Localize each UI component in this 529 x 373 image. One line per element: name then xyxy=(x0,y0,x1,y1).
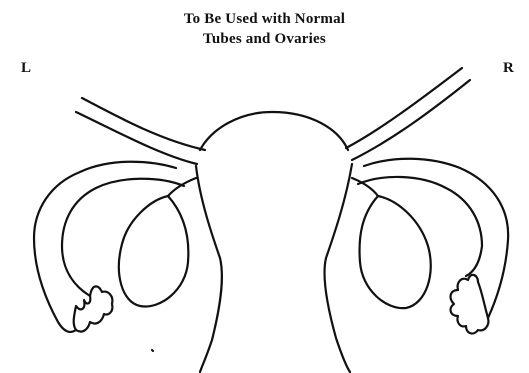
right-ovary xyxy=(352,178,431,308)
uterus-outline-top xyxy=(200,112,348,150)
right-fimbriae xyxy=(451,275,489,334)
right-ovary-outline xyxy=(360,196,431,308)
right-tube-distal-loop xyxy=(358,159,508,334)
right-fallopian-tube xyxy=(346,68,470,160)
right-tube-lower-line xyxy=(352,80,470,160)
left-ovary-ligament xyxy=(168,178,196,196)
uterus-left-side xyxy=(196,166,222,372)
right-tube-upper-line xyxy=(346,68,462,148)
left-fimbriae xyxy=(74,286,113,331)
uterus-right-side xyxy=(324,164,352,372)
stray-dot-mark xyxy=(152,350,153,351)
left-tube-distal-loop xyxy=(34,162,184,332)
uterus-body xyxy=(196,112,352,372)
left-ovary-outline xyxy=(119,196,188,307)
left-tube-lower-line xyxy=(76,112,197,164)
left-ovary xyxy=(119,178,196,307)
left-fallopian-tube xyxy=(76,98,205,164)
